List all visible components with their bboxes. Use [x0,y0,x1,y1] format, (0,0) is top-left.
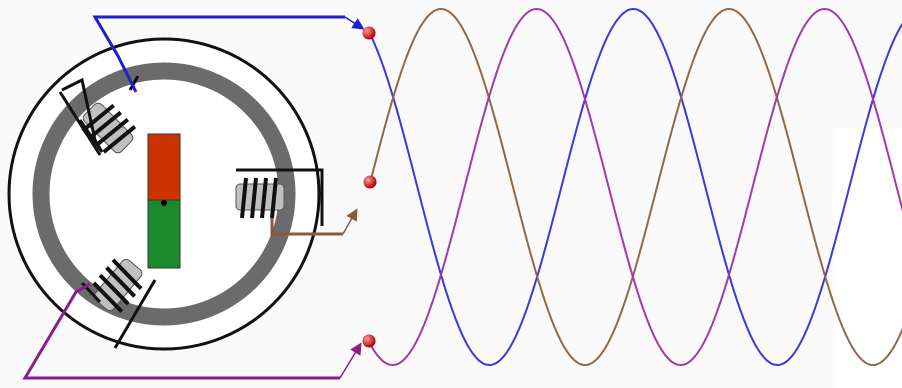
bar-magnet-icon [147,133,181,269]
phase-b-wire [270,218,343,236]
phase-b-arrow-icon [342,208,358,235]
magnet-north-pole [147,133,181,201]
phase-c-arrow-icon [339,342,362,379]
right-margin-patch [833,128,902,388]
coil-b-icon [235,177,285,219]
phase-a-arrow-icon [344,16,365,30]
phase-a-wire [92,15,345,93]
stator-ring [32,62,296,326]
rotor-axle [161,200,167,206]
coil-b-bracket [236,168,324,226]
coil-c-bracket [113,279,157,349]
waveform-phase-c [368,7,902,367]
waveform-phase-b [368,7,902,367]
magnet-south-pole [147,199,181,269]
coil-a-icon [81,102,137,154]
phase-c-wire [22,282,340,380]
terminal-dot-icon [362,26,376,40]
terminal-dot-icon [363,175,377,189]
terminal-dot-icon [362,334,376,348]
coil-c-icon [92,258,143,314]
coil-a-bracket-edge [58,91,102,156]
coil-a-lead [128,75,140,91]
waveform-plot [368,7,902,367]
waveform-phase-a [368,7,902,367]
coil-a-bracket [61,77,104,153]
